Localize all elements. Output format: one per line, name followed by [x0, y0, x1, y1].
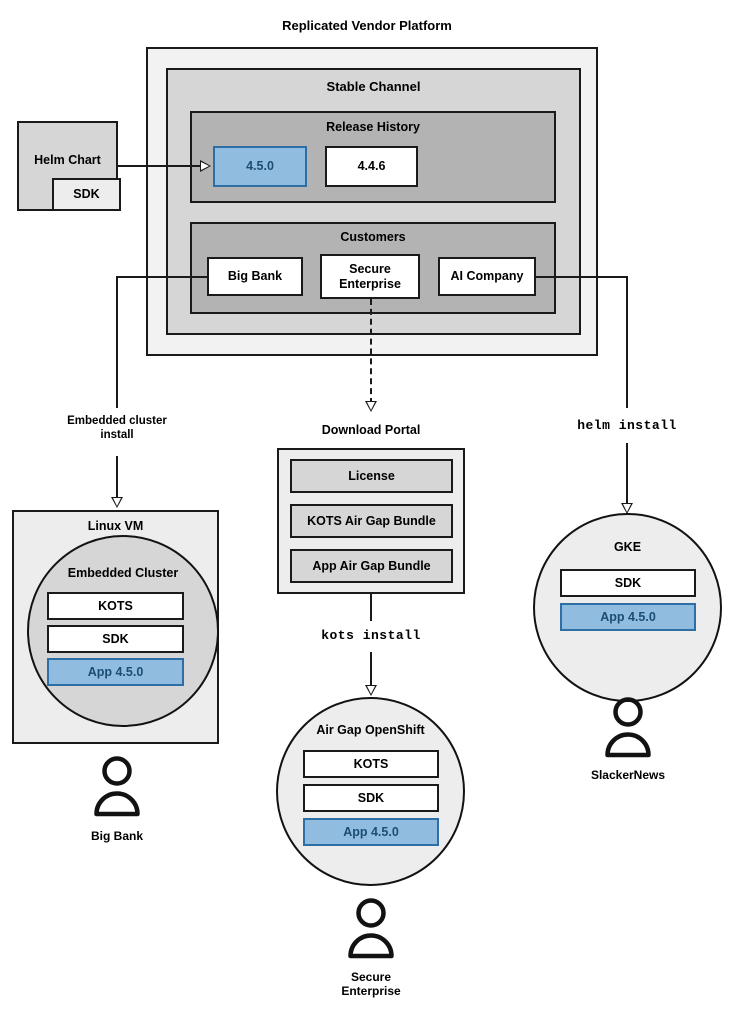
embedded-cluster-install-line1: Embedded cluster [67, 415, 167, 427]
linux-vm-component-sdk-label: SDK [102, 631, 129, 646]
air-gap-openshift-component-app-label: App 4.5.0 [343, 824, 399, 839]
air-gap-openshift-component-kots[interactable]: KOTS [303, 750, 439, 778]
download-portal-artifact-app-airgap-label: App Air Gap Bundle [312, 558, 431, 573]
customer-secure-enterprise[interactable]: Secure Enterprise [320, 254, 420, 299]
slackernews-customer-label: SlackerNews [590, 768, 666, 782]
air-gap-openshift-component-app[interactable]: App 4.5.0 [303, 818, 439, 846]
helm-chart-sdk-label: SDK [73, 187, 100, 202]
secure-enterprise-customer-label: Secure Enterprise [296, 970, 446, 998]
helm-chart-label: Helm Chart [34, 153, 101, 167]
person-icon-big-bank [92, 756, 142, 818]
download-portal-artifact-license-label: License [348, 468, 395, 483]
helm-install-label: helm install [577, 418, 677, 433]
customer-secure-enterprise-label: Secure Enterprise [339, 262, 401, 291]
arrow-down-icon-to-air-gap-openshift [365, 685, 377, 696]
embedded-cluster-install-line2: install [100, 428, 134, 441]
download-portal-artifact-kots-airgap[interactable]: KOTS Air Gap Bundle [290, 504, 453, 538]
release-history-label: Release History [326, 120, 420, 134]
connector-bigbank-horizontal [116, 276, 208, 278]
helm-chart-sdk-box[interactable]: SDK [52, 178, 121, 211]
connector-bigbank-vertical-upper [116, 276, 118, 408]
connector-kots-install-to-cluster [370, 652, 372, 688]
linux-vm-component-app-label: App 4.5.0 [87, 664, 144, 679]
release-4-4-6-label: 4.4.6 [357, 159, 386, 174]
connector-ai-company-horizontal [536, 276, 628, 278]
gke-component-app[interactable]: App 4.5.0 [560, 603, 696, 631]
arrow-down-icon-to-download-portal [365, 401, 377, 412]
gke-component-app-label: App 4.5.0 [600, 609, 656, 624]
release-4-5-0[interactable]: 4.5.0 [213, 146, 307, 187]
embedded-cluster-install-label: Embedded cluster install [42, 415, 192, 442]
customer-ai-company-label: AI Company [450, 269, 524, 284]
person-icon-slackernews [603, 697, 653, 759]
air-gap-openshift-component-sdk-label: SDK [357, 790, 385, 805]
connector-bigbank-vertical-lower [116, 456, 118, 500]
customer-big-bank[interactable]: Big Bank [207, 257, 303, 296]
connector-helm-to-release [118, 165, 202, 167]
download-portal-artifact-license[interactable]: License [290, 459, 453, 493]
download-portal-title: Download Portal [321, 423, 421, 437]
kots-install-label: kots install [321, 628, 421, 643]
stable-channel-label: Stable Channel [326, 79, 421, 94]
arrow-down-icon-to-linux-vm [111, 497, 123, 508]
air-gap-openshift-component-kots-label: KOTS [353, 756, 389, 771]
diagram-title: Replicated Vendor Platform [282, 18, 452, 33]
connector-ai-company-vertical-upper [626, 276, 628, 408]
connector-secure-enterprise-dashed [370, 299, 372, 404]
person-icon-secure-enterprise [346, 898, 396, 960]
customer-big-bank-label: Big Bank [227, 269, 283, 284]
arrow-down-icon-to-gke [621, 503, 633, 514]
linux-vm-component-kots[interactable]: KOTS [47, 592, 184, 620]
gke-component-sdk[interactable]: SDK [560, 569, 696, 597]
air-gap-openshift-label: Air Gap OpenShift [316, 723, 425, 737]
customer-ai-company[interactable]: AI Company [438, 257, 536, 296]
arrow-right-icon-helm-to-release [200, 160, 211, 172]
gke-component-sdk-label: SDK [614, 575, 642, 590]
download-portal-artifact-app-airgap[interactable]: App Air Gap Bundle [290, 549, 453, 583]
embedded-cluster-label: Embedded Cluster [67, 566, 179, 580]
big-bank-customer-label: Big Bank [90, 829, 143, 843]
connector-ai-company-vertical-lower [626, 443, 628, 510]
linux-vm-component-app[interactable]: App 4.5.0 [47, 658, 184, 686]
download-portal-artifact-kots-airgap-label: KOTS Air Gap Bundle [307, 513, 436, 528]
air-gap-openshift-component-sdk[interactable]: SDK [303, 784, 439, 812]
release-4-5-0-label: 4.5.0 [246, 159, 274, 174]
linux-vm-label: Linux VM [87, 519, 144, 533]
secure-enterprise-customer-line1: Secure [350, 970, 392, 984]
linux-vm-component-sdk[interactable]: SDK [47, 625, 184, 653]
secure-enterprise-customer-line2: Enterprise [341, 984, 401, 999]
linux-vm-component-kots-label: KOTS [98, 598, 133, 613]
connector-download-portal-to-kots-install [370, 594, 372, 621]
release-4-4-6[interactable]: 4.4.6 [325, 146, 418, 187]
gke-label: GKE [613, 540, 642, 554]
customers-label: Customers [340, 230, 406, 244]
